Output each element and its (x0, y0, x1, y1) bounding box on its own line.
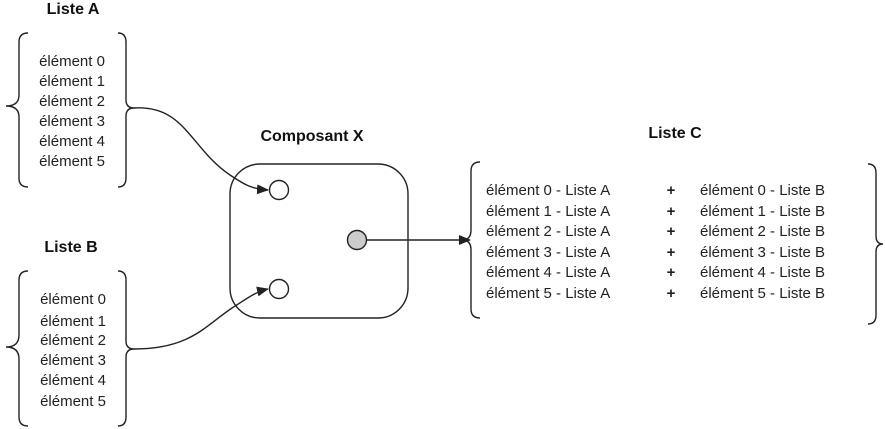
list-c-right-brace (867, 163, 884, 325)
list-c-row-plus: + (667, 223, 676, 240)
list-b-item: élément 5 (40, 393, 106, 410)
list-c-row-plus: + (667, 182, 676, 199)
list-c-row-right: élément 5 - Liste B (700, 285, 825, 302)
list-c-row-plus: + (667, 264, 676, 281)
list-b-item: élément 1 (40, 313, 106, 330)
list-a-item: élément 0 (39, 53, 105, 70)
list-c-row-plus: + (667, 203, 676, 220)
list-b-items: élément 0 élément 1 élément 2 élément 3 … (40, 291, 106, 410)
component-box (229, 163, 409, 319)
list-c-row: élément 0 - Liste A + élément 0 - Liste … (486, 182, 825, 199)
list-b-item: élément 2 (40, 332, 106, 349)
list-c-row-right: élément 2 - Liste B (700, 223, 825, 240)
list-c-title: Liste C (648, 125, 702, 142)
connector-list-b-to-component (133, 286, 269, 350)
list-c-row: élément 4 - Liste A + élément 4 - Liste … (486, 264, 825, 281)
list-b-left-brace (5, 270, 29, 427)
list-c-row-left: élément 5 - Liste A (486, 285, 610, 302)
list-c-row-plus: + (667, 244, 676, 261)
list-a-item: élément 2 (39, 93, 105, 110)
list-c-row-left: élément 1 - Liste A (486, 203, 610, 220)
list-b-title: Liste B (44, 239, 97, 256)
component-title: Composant X (260, 128, 363, 145)
component-output-port (346, 229, 368, 251)
list-c-row-left: élément 3 - Liste A (486, 244, 610, 261)
list-a-item: élément 5 (39, 153, 105, 170)
list-c-row-right: élément 1 - Liste B (700, 203, 825, 220)
list-a-item: élément 3 (39, 113, 105, 130)
list-c-row-left: élément 0 - Liste A (486, 182, 610, 199)
list-c-row: élément 3 - Liste A + élément 3 - Liste … (486, 244, 825, 261)
list-a-items: élément 0 élément 1 élément 2 élément 3 … (39, 53, 105, 170)
list-c-row-right: élément 4 - Liste B (700, 264, 825, 281)
list-b-right-brace (117, 270, 135, 427)
list-c-row: élément 5 - Liste A + élément 5 - Liste … (486, 285, 825, 302)
list-c-rows: élément 0 - Liste A + élément 0 - Liste … (486, 182, 825, 302)
list-c-row-left: élément 4 - Liste A (486, 264, 610, 281)
list-b-item: élément 4 (40, 372, 106, 389)
list-c-row-plus: + (667, 285, 676, 302)
connector-list-a-to-component (133, 107, 269, 195)
list-c-row-right: élément 0 - Liste B (700, 182, 825, 199)
list-a-title: Liste A (47, 1, 100, 18)
list-c-row: élément 1 - Liste A + élément 1 - Liste … (486, 203, 825, 220)
list-a-item: élément 4 (39, 133, 105, 150)
list-a-left-brace (5, 32, 29, 188)
list-c-row-right: élément 3 - Liste B (700, 244, 825, 261)
list-c-row-left: élément 2 - Liste A (486, 223, 610, 240)
list-c-row: élément 2 - Liste A + élément 2 - Liste … (486, 223, 825, 240)
list-a-item: élément 1 (39, 73, 105, 90)
list-c-left-brace (461, 161, 481, 319)
list-b-item: élément 3 (40, 352, 106, 369)
list-a-right-brace (117, 32, 135, 188)
component-input-port-b (268, 278, 290, 300)
list-b-item: élément 0 (40, 291, 106, 308)
component-input-port-a (268, 179, 290, 201)
